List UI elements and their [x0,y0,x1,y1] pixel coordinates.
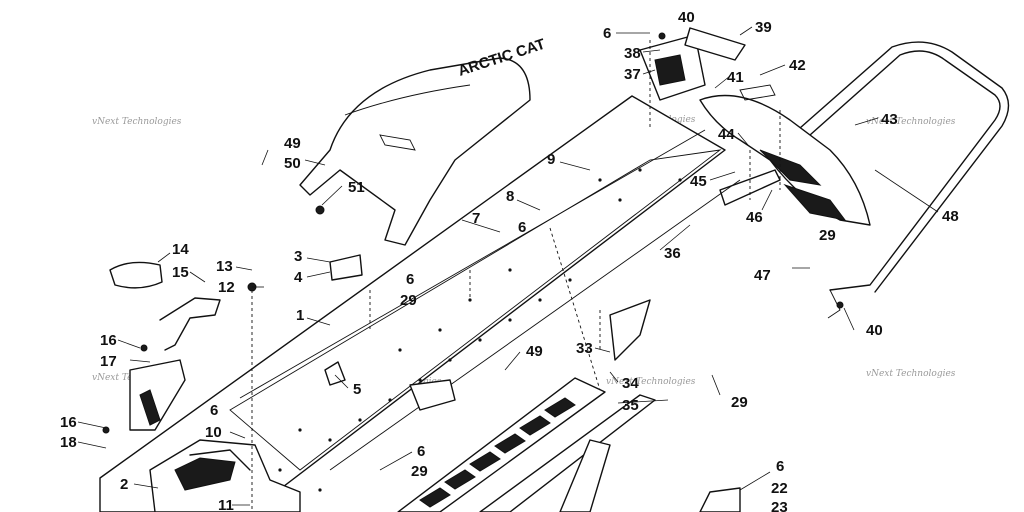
callout-50: 50 [284,155,301,172]
callout-4: 4 [294,269,303,286]
tunnel-holes [278,168,682,492]
leader-lines [77,26,939,506]
callout-29b: 29 [819,227,836,244]
callout-13: 13 [216,258,233,275]
watermark: vNext Technologies [866,369,956,379]
callout-40b: 40 [866,322,883,339]
left-bracket-part [109,261,221,431]
callout-49: 49 [284,135,301,152]
rail-openings [419,397,576,508]
snow-flap-part [699,84,871,226]
callout-29d: 29 [411,463,428,480]
tunnel-part [99,95,741,512]
callout-6d: 6 [210,402,218,419]
callout-29c: 29 [731,394,748,411]
callout-3: 3 [294,248,302,265]
callout-34: 34 [622,375,639,392]
callout-16: 16 [100,332,117,349]
running-board-part [149,439,301,512]
callout-2: 2 [120,476,128,493]
callout-18: 18 [60,434,77,451]
watermark: vNext Technologies [866,117,956,127]
callout-6f: 6 [776,458,784,475]
callout-51: 51 [348,179,365,196]
callout-14: 14 [172,241,189,258]
callout-22: 22 [771,480,788,497]
callout-35: 35 [622,397,639,414]
fasteners [102,32,844,512]
callout-1: 1 [296,307,304,324]
callout-36: 36 [664,245,681,262]
callout-40: 40 [678,9,695,26]
callout-9: 9 [547,151,555,168]
rear-bumper-part [799,41,1010,319]
callout-44: 44 [718,126,735,143]
callout-46: 46 [746,209,763,226]
callout-16b: 16 [60,414,77,431]
callout-39: 39 [755,19,772,36]
callout-33: 33 [576,340,593,357]
callout-43: 43 [881,111,898,128]
callout-6: 6 [603,25,611,42]
callout-15: 15 [172,264,189,281]
callout-12: 12 [218,279,235,296]
callout-5: 5 [353,381,361,398]
callout-10: 10 [205,424,222,441]
callout-7: 7 [472,210,480,227]
callout-23: 23 [771,499,788,512]
callout-37: 37 [624,66,641,83]
callout-6b: 6 [406,271,414,288]
callout-45: 45 [690,173,707,190]
rail-part [397,377,656,512]
watermark: vNext Technologies [92,117,182,127]
callout-labels: 1 2 3 4 5 6 6 6 6 6 6 7 8 9 10 11 12 13 … [60,9,959,512]
callout-8: 8 [506,188,514,205]
callout-48: 48 [942,208,959,225]
callout-11: 11 [218,497,234,512]
dashed-leaders [251,40,781,512]
callout-6e: 6 [417,443,425,460]
callout-42: 42 [789,57,806,74]
callout-6c: 6 [518,219,526,236]
callout-38: 38 [624,45,641,62]
callout-17: 17 [100,353,117,370]
callout-41: 41 [727,69,744,86]
callout-49b: 49 [526,343,543,360]
watermark: vNext Technologies [606,377,696,387]
rear-bracket-part [639,27,746,101]
callout-29: 29 [400,292,417,309]
callout-47: 47 [754,267,771,284]
